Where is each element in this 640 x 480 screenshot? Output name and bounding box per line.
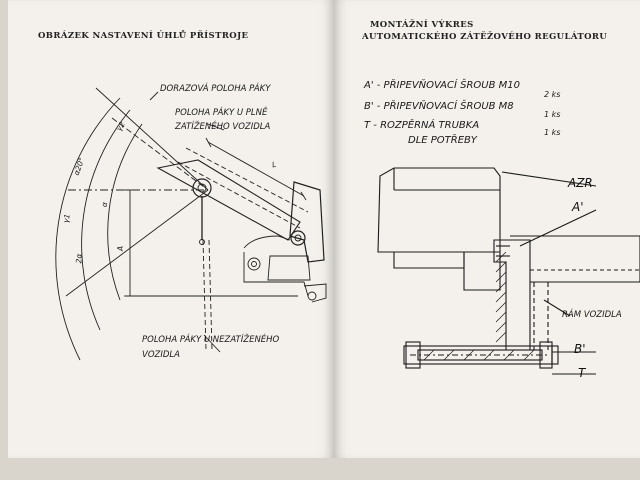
unloaded-label-line1: POLOHA PÁKY U NEZATÍŽENÉHO [142, 335, 280, 345]
callout-t: T [578, 366, 586, 380]
legend-item-t: T - ROZPĚRNÁ TRUBKA [364, 120, 480, 131]
callout-b-prime: B' [574, 342, 586, 356]
right-page-heading-line2: AUTOMATICKÉHO ZÁTĚŽOVÉHO REGULÁTORU [362, 32, 608, 42]
legend-qty-b: 1 ks [544, 110, 561, 119]
callout-azr: AZR [568, 176, 593, 190]
right-page-heading-line1: MONTÁŽNÍ VÝKRES [370, 20, 474, 30]
legend-item-a: A' - PŘIPEVŇOVACÍ ŠROUB M10 [364, 80, 521, 91]
callout-a-prime: A' [572, 200, 584, 214]
callout-frame: RÁM VOZIDLA [562, 310, 622, 320]
two-alpha-dimension: 2α [74, 253, 84, 264]
gamma1-dimension: γ1 [61, 213, 72, 224]
a-dimension: A [116, 245, 126, 252]
right-page: MONTÁŽNÍ VÝKRES AUTOMATICKÉHO ZÁTĚŽOVÉHO… [334, 0, 640, 458]
legend-item-b: B' - PŘIPEVŇOVACÍ ŠROUB M8 [364, 101, 514, 112]
left-page-heading: OBRÁZEK NASTAVENÍ ÚHLŮ PŘÍSTROJE [38, 31, 249, 41]
legend-qty-a: 2 ks [544, 90, 561, 99]
lever-angle-diagram [55, 87, 327, 361]
legend-qty-t: 1 ks [544, 128, 561, 137]
legend-item-t-cont: DLE POTŘEBY [408, 135, 477, 146]
left-page: OBRÁZEK NASTAVENÍ ÚHLŮ PŘÍSTROJE [8, 0, 334, 458]
mounting-drawing [377, 167, 640, 375]
full-load-label-line1: POLOHA PÁKY U PLNĚ [175, 108, 268, 118]
full-load-label-line2: ZATÍŽENÉHO VOZIDLA [175, 122, 271, 132]
stop-position-label: DORAZOVÁ POLOHA PÁKY [160, 84, 271, 94]
unloaded-label-line2: VOZIDLA [142, 350, 180, 360]
